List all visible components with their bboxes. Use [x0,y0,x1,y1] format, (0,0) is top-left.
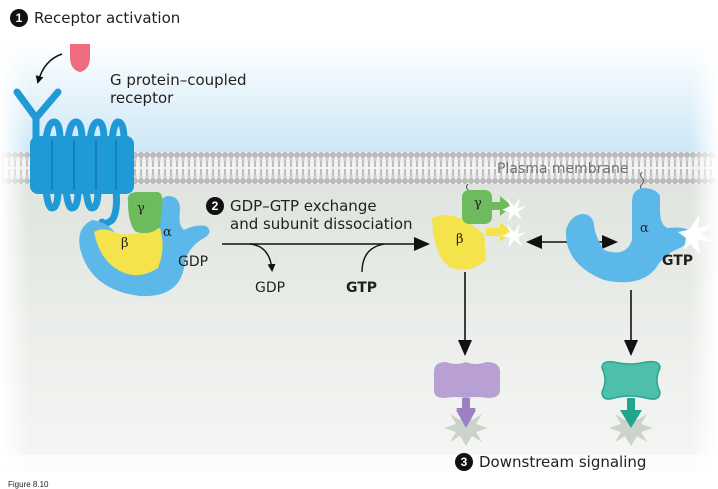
effector-1-icon [434,362,500,398]
gamma-subunit-free-icon [462,190,492,224]
effector-protein-1 [434,362,500,446]
gamma-free-label: γ [474,196,482,211]
activation-burst-icon [502,198,526,222]
gamma-signal-arrow [490,196,512,216]
plasma-membrane-label: Plasma membrane [497,161,629,177]
beta-label: β [121,236,129,251]
activation-burst-icon [678,214,712,254]
figure-caption: Figure 8.10 [8,480,49,489]
step-1-badge: 1 [10,9,28,27]
extracellular-space [0,0,718,160]
ligand-icon [70,44,90,72]
beta-free-label: β [456,232,464,247]
activation-burst-icon [502,224,526,248]
gtp-incoming-label: GTP [346,280,378,296]
step-2-badge: 2 [206,197,224,215]
alpha-label: α [163,225,172,240]
cytosol [0,182,718,472]
beta-subunit-icon [94,228,163,276]
effector-2-icon [601,360,661,400]
gdp-bound-label: GDP [178,254,209,270]
beta-gamma-dimer [432,183,526,270]
beta-subunit-free-icon [432,215,486,270]
lipid-anchor-icon [640,171,644,191]
gtp-entry-arrow [361,243,385,273]
step-3-badge: 3 [455,453,473,471]
alpha-subunit-active-icon [565,188,691,283]
gamma-subunit-icon [127,192,163,234]
alpha-gtp [565,171,712,283]
ligand-binding-arrow [35,53,63,84]
effector-2-output-arrow [620,398,642,428]
receptor-label: G protein–coupled receptor [110,71,247,107]
effector-protein-2 [601,360,661,446]
gdp-release-arrow [249,243,276,272]
alpha-active-label: α [640,221,649,236]
gamma-label: γ [137,201,145,216]
receptor-transmembrane-helices [30,136,134,194]
gtp-bound-label: GTP [662,253,694,269]
gdp-released-label: GDP [255,280,286,296]
beta-signal-arrow [486,222,512,242]
g-protein-inactive [79,192,210,297]
